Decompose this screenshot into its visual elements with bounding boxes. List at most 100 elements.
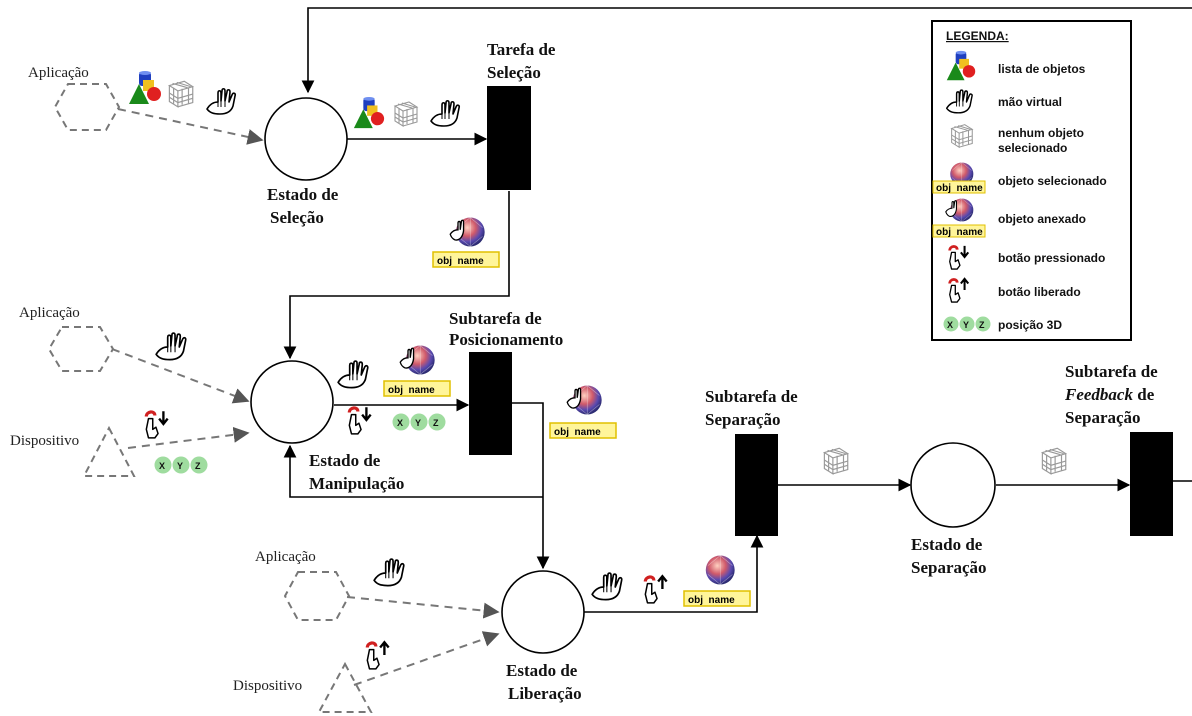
task-selecao-label-1: Tarefa de (487, 40, 556, 59)
state-separacao-label-1: Estado de (911, 535, 983, 554)
feedback-word: Feedback (1064, 385, 1133, 404)
xyz-z: Z (433, 418, 439, 428)
empty-cube-icon (1041, 447, 1067, 475)
task-feedback-separacao (1130, 432, 1173, 536)
task-separacao-label-1: Subtarefa de (705, 387, 798, 406)
task-selecao (487, 86, 531, 190)
triangle-dispositivo-1 (82, 425, 136, 477)
xyz-position-icon: X Y Z (943, 316, 991, 332)
button-pressed-icon (144, 409, 170, 440)
attached-object-icon (567, 386, 601, 415)
arc-aplicacao-selecao (117, 108, 264, 145)
xyz-x: X (947, 320, 953, 330)
empty-cube-icon (823, 447, 849, 475)
task-separacao-label-2: Separação (705, 410, 781, 429)
task-feedback-label-1: Subtarefa de (1065, 362, 1158, 381)
button-released-icon (365, 640, 391, 671)
attached-object-icon (450, 218, 484, 247)
virtual-hand-icon (430, 99, 461, 127)
task-separacao (735, 434, 778, 536)
source-aplicacao-label-3: Aplicação (255, 549, 316, 565)
legend-item: posição 3D (998, 318, 1062, 332)
obj-name-badge (432, 251, 500, 268)
source-aplicacao-label-1: Aplicação (28, 65, 89, 81)
legend-item: lista de objetos (998, 62, 1086, 76)
empty-cube-icon (168, 80, 194, 108)
arc-posicionamento-to-liberacao (512, 402, 550, 570)
task-feedback-label-2: Feedback de (1064, 385, 1155, 404)
objects-list-icon (353, 96, 385, 129)
obj-name-badge (383, 380, 451, 397)
xyz-z: Z (979, 320, 985, 330)
state-selecao-label-2: Seleção (270, 208, 324, 227)
arc-dispositivo-liberacao (353, 631, 500, 686)
state-liberacao-label-2: Liberação (508, 684, 582, 703)
state-selecao-label-1: Estado de (267, 185, 339, 204)
legend-item: botão liberado (998, 285, 1081, 299)
hexagon-aplicacao-2 (47, 326, 115, 372)
obj-name-text: obj name (554, 427, 601, 438)
xyz-y: Y (963, 320, 969, 330)
xyz-y: Y (415, 418, 421, 428)
obj-name-text: obj name (936, 227, 983, 238)
attached-object-icon (400, 346, 434, 375)
virtual-hand-icon (155, 332, 187, 361)
obj-name-badge (683, 590, 751, 607)
obj-name-text: obj name (688, 595, 735, 606)
task-posicionamento-label-2: Posicionamento (449, 330, 563, 349)
xyz-y: Y (177, 461, 183, 471)
xyz-x: X (397, 418, 403, 428)
arc-tarefa-to-manipulacao (283, 191, 510, 360)
state-separacao-label-2: Separação (911, 558, 987, 577)
task-feedback-label-3: Separação (1065, 408, 1141, 427)
source-aplicacao-label-2: Aplicação (19, 305, 80, 321)
task-posicionamento-label-1: Subtarefa de (449, 309, 542, 328)
feedback-de: de (1133, 385, 1155, 404)
obj-name-badge (932, 224, 986, 238)
button-released-icon (643, 574, 669, 605)
button-pressed-icon (347, 405, 373, 436)
state-manipulacao (250, 360, 334, 444)
source-dispositivo-label-2: Dispositivo (233, 678, 302, 694)
xyz-position-icon: X Y Z (392, 413, 446, 431)
hexagon-aplicacao-3 (283, 571, 351, 621)
state-liberacao (501, 570, 585, 654)
source-dispositivo-label-1: Dispositivo (10, 433, 79, 449)
arc-loop-to-selecao (301, 7, 1192, 94)
legend-item: objeto selecionado (998, 174, 1107, 188)
xyz-position-icon: X Y Z (154, 456, 208, 474)
legend: LEGENDA: lista de objetos mão virtual ne… (931, 20, 1132, 341)
legend-item: mão virtual (998, 95, 1062, 109)
task-selecao-label-2: Seleção (487, 63, 541, 82)
virtual-hand-icon (373, 558, 405, 587)
arc-back-to-manipulacao (283, 444, 543, 498)
legend-title: LEGENDA: (946, 29, 1009, 43)
obj-name-badge (932, 180, 986, 194)
arc-liberacao-to-separacao (584, 534, 764, 613)
arc-aplicacao-liberacao (346, 596, 500, 619)
legend-item: nenhum objeto (998, 126, 1084, 140)
state-manipulacao-label-1: Estado de (309, 451, 381, 470)
xyz-x: X (159, 461, 165, 471)
triangle-dispositivo-2 (317, 661, 373, 713)
arc-dispositivo-manipulacao (127, 426, 250, 449)
selected-object-icon (705, 555, 735, 585)
hexagon-aplicacao-1 (53, 83, 121, 131)
state-liberacao-label-1: Estado de (506, 661, 578, 680)
state-separacao (910, 442, 996, 528)
empty-cube-icon (394, 101, 418, 127)
objects-list-icon (129, 71, 161, 104)
virtual-hand-icon (337, 360, 369, 389)
obj-name-text: obj name (936, 183, 983, 194)
task-posicionamento (469, 352, 512, 455)
obj-name-badge (549, 422, 617, 439)
virtual-hand-icon (206, 87, 237, 115)
legend-item: objeto anexado (998, 212, 1086, 226)
virtual-hand-icon (591, 572, 623, 601)
obj-name-text: obj name (437, 256, 484, 267)
legend-item: selecionado (998, 141, 1067, 155)
state-manipulacao-label-2: Manipulação (309, 474, 404, 493)
xyz-z: Z (195, 461, 201, 471)
